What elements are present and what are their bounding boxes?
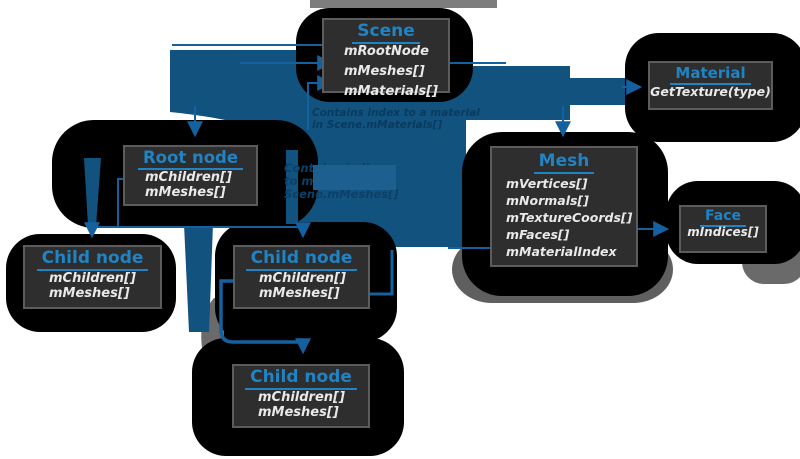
child-node-bottom-box: Child node mChildren[] mMeshes[] [232,364,370,428]
note-highlight-rect [313,165,396,190]
child-node-left-box: Child node mChildren[] mMeshes[] [23,245,162,309]
child-node-title: Child node [235,248,368,271]
member-gettexture: GetTexture(type) [650,84,771,99]
root-right-wedge [286,150,298,224]
material-index-note: Contains index to a material in Scene.mM… [312,107,480,131]
thick-blue-connector-mass [170,50,626,332]
child-node-members: mChildren[] mMeshes[] [234,390,368,420]
root-left-wedge [84,158,101,226]
member-mchildren: mChildren[] [145,170,232,185]
member-mchildren: mChildren[] [258,390,345,405]
material-members: GetTexture(type) [650,83,771,100]
member-mmaterialindex: mMaterialIndex [506,244,617,259]
edge-childmid-to-childbot-elbow [219,279,303,344]
note-line: Scene.mMeshes[] [284,187,399,201]
member-mtexturecoords: mTextureCoords[] [506,210,633,225]
face-members: mIndices[] [681,225,765,240]
member-mmeshes: mMeshes[] [259,285,340,301]
root-node-members: mChildren[] mMeshes[] [125,170,256,200]
material-title: Material [650,64,771,85]
note-line: in Scene.mMaterials[] [312,119,443,131]
scene-to-mesh-thick-arrow-mass [170,50,626,247]
member-mindices: mIndices[] [687,225,759,239]
member-mfaces: mFaces[] [506,227,570,242]
member-mmeshes: mMeshes[] [344,64,425,79]
scene-members: mRootNode mMeshes[] mMaterials[] [324,42,448,102]
member-mchildren: mChildren[] [259,271,346,286]
member-mmeshes: mMeshes[] [145,184,226,200]
member-mmeshes: mMeshes[] [258,404,339,420]
child-node-middle-box: Child node mChildren[] mMeshes[] [233,245,370,309]
note-line: Contains index to a material [312,107,480,119]
member-mchildren: mChildren[] [49,271,136,286]
edge-root-mchildren-elbow [117,178,123,227]
mesh-members: mVertices[] mNormals[] mTextureCoords[] … [492,175,636,260]
mesh-title: Mesh [492,151,636,174]
scene-box: Scene mRootNode mMeshes[] mMaterials[] [322,18,450,99]
member-mmaterials: mMaterials[] [344,84,439,99]
child-node-members: mChildren[] mMeshes[] [25,271,160,301]
child-node-title: Child node [25,248,160,271]
member-mnormals: mNormals[] [506,193,589,208]
edge-childmid-mmeshes-up [370,250,394,296]
blue-wedges [84,150,298,226]
member-mmeshes: mMeshes[] [49,285,130,301]
root-node-box: Root node mChildren[] mMeshes[] [123,145,258,206]
face-box: Face mIndices[] [679,205,767,253]
face-title: Face [681,208,765,227]
mesh-box: Mesh mVertices[] mNormals[] mTextureCoor… [490,146,638,267]
scene-title: Scene [324,21,448,44]
root-to-children-thick-band [184,224,213,332]
scene-blob-top-rim [310,0,497,8]
child-node-members: mChildren[] mMeshes[] [235,271,368,301]
child-node-title: Child node [234,367,368,390]
material-box: Material GetTexture(type) [648,61,773,110]
member-mvertices: mVertices[] [506,176,588,191]
member-mrootnode: mRootNode [344,44,429,59]
root-node-title: Root node [125,148,256,170]
